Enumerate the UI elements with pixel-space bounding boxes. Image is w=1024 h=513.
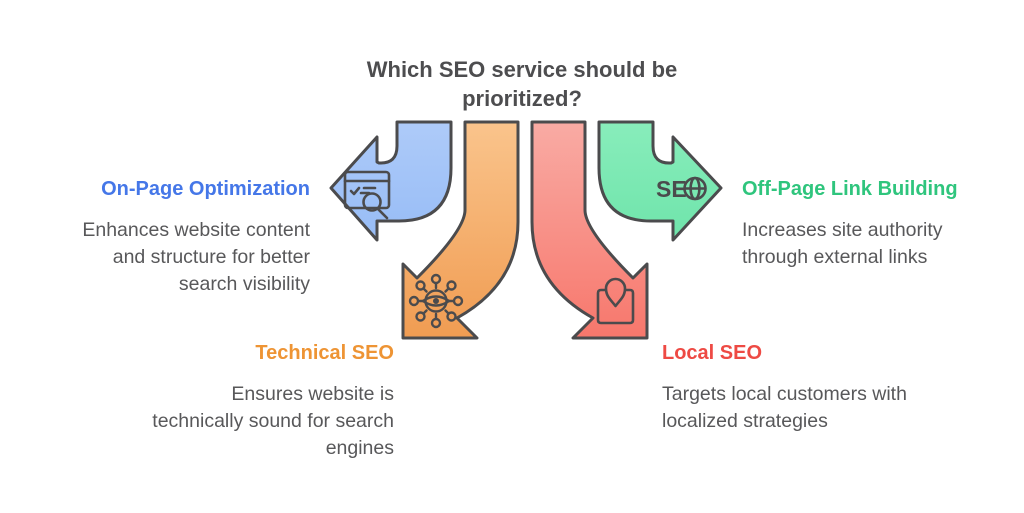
location-pin-box-icon xyxy=(596,277,635,325)
local-seo-block: Local SEO Targets local customers with l… xyxy=(662,340,1002,435)
desc-line: through external links xyxy=(742,246,928,268)
desc-line: technically sound for search xyxy=(152,410,394,432)
seo-globe-icon: SE xyxy=(656,176,707,202)
desc-line: search visibility xyxy=(178,273,310,295)
off-page-link-building-block: Off-Page Link Building Increases site au… xyxy=(742,176,1022,271)
desc-line: Enhances website content xyxy=(82,219,310,241)
page-title: Which SEO service should be prioritized? xyxy=(352,55,692,113)
off-page-link-building-description: Increases site authority through externa… xyxy=(742,217,1022,271)
off-page-link-building-heading: Off-Page Link Building xyxy=(742,178,958,200)
on-page-optimization-block: On-Page Optimization Enhances website co… xyxy=(10,176,310,298)
gear-network-icon xyxy=(408,273,464,329)
technical-seo-arrow xyxy=(401,120,520,340)
on-page-optimization-heading: On-Page Optimization xyxy=(101,178,310,200)
desc-line: and structure for better xyxy=(112,246,310,268)
on-page-optimization-description: Enhances website content and structure f… xyxy=(10,217,310,298)
desc-line: Targets local customers with xyxy=(662,383,907,405)
page-title-line: Which SEO service should be xyxy=(366,57,678,82)
technical-seo-block: Technical SEO Ensures website is technic… xyxy=(64,340,394,462)
technical-seo-heading: Technical SEO xyxy=(255,342,394,364)
browser-search-icon xyxy=(343,170,391,220)
desc-line: Increases site authority xyxy=(742,219,943,241)
local-seo-heading: Local SEO xyxy=(662,342,763,364)
local-seo-arrow xyxy=(530,120,649,340)
desc-line: Ensures website is xyxy=(231,383,394,405)
technical-seo-description: Ensures website is technically sound for… xyxy=(64,381,394,462)
page-title-line: prioritized? xyxy=(462,86,582,111)
desc-line: localized strategies xyxy=(662,410,828,432)
desc-line: engines xyxy=(325,437,394,459)
on-page-arrow xyxy=(329,120,453,242)
off-page-arrow xyxy=(597,120,723,242)
local-seo-description: Targets local customers with localized s… xyxy=(662,381,1002,435)
seo-icon-label: SE xyxy=(656,176,687,202)
